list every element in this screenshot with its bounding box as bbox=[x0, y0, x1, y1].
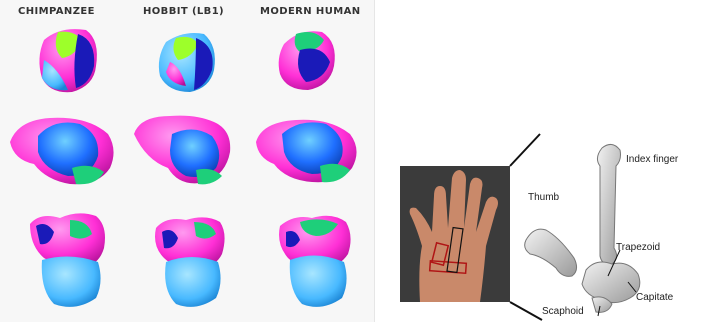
bone-chimpanzee-row2 bbox=[10, 118, 114, 184]
label-trapezoid: Trapezoid bbox=[616, 242, 660, 253]
hand-bone-render bbox=[516, 130, 712, 322]
bone-comparison-panel: CHIMPANZEE HOBBIT (LB1) MODERN HUMAN bbox=[0, 0, 375, 322]
label-scaphoid: Scaphoid bbox=[542, 306, 584, 317]
bone-hobbit-row2 bbox=[134, 116, 230, 185]
label-index-finger: Index finger bbox=[626, 154, 678, 165]
bone-chimpanzee-row3 bbox=[30, 213, 105, 306]
bone-chimpanzee-row1 bbox=[39, 29, 96, 92]
bone-hobbit-row3 bbox=[155, 217, 225, 306]
bone-hobbit-row1 bbox=[159, 33, 215, 92]
bone-render-grid bbox=[0, 0, 374, 322]
label-capitate: Capitate bbox=[636, 292, 673, 303]
hand-photo bbox=[400, 166, 510, 302]
bone-modern-human-row2 bbox=[256, 120, 357, 182]
bone-modern-human-row3 bbox=[279, 216, 351, 307]
hand-image bbox=[400, 166, 510, 302]
label-thumb: Thumb bbox=[528, 192, 559, 203]
bone-modern-human-row1 bbox=[279, 31, 335, 90]
hand-anatomy-panel: Index finger Thumb Trapezoid Capitate Sc… bbox=[390, 130, 712, 322]
